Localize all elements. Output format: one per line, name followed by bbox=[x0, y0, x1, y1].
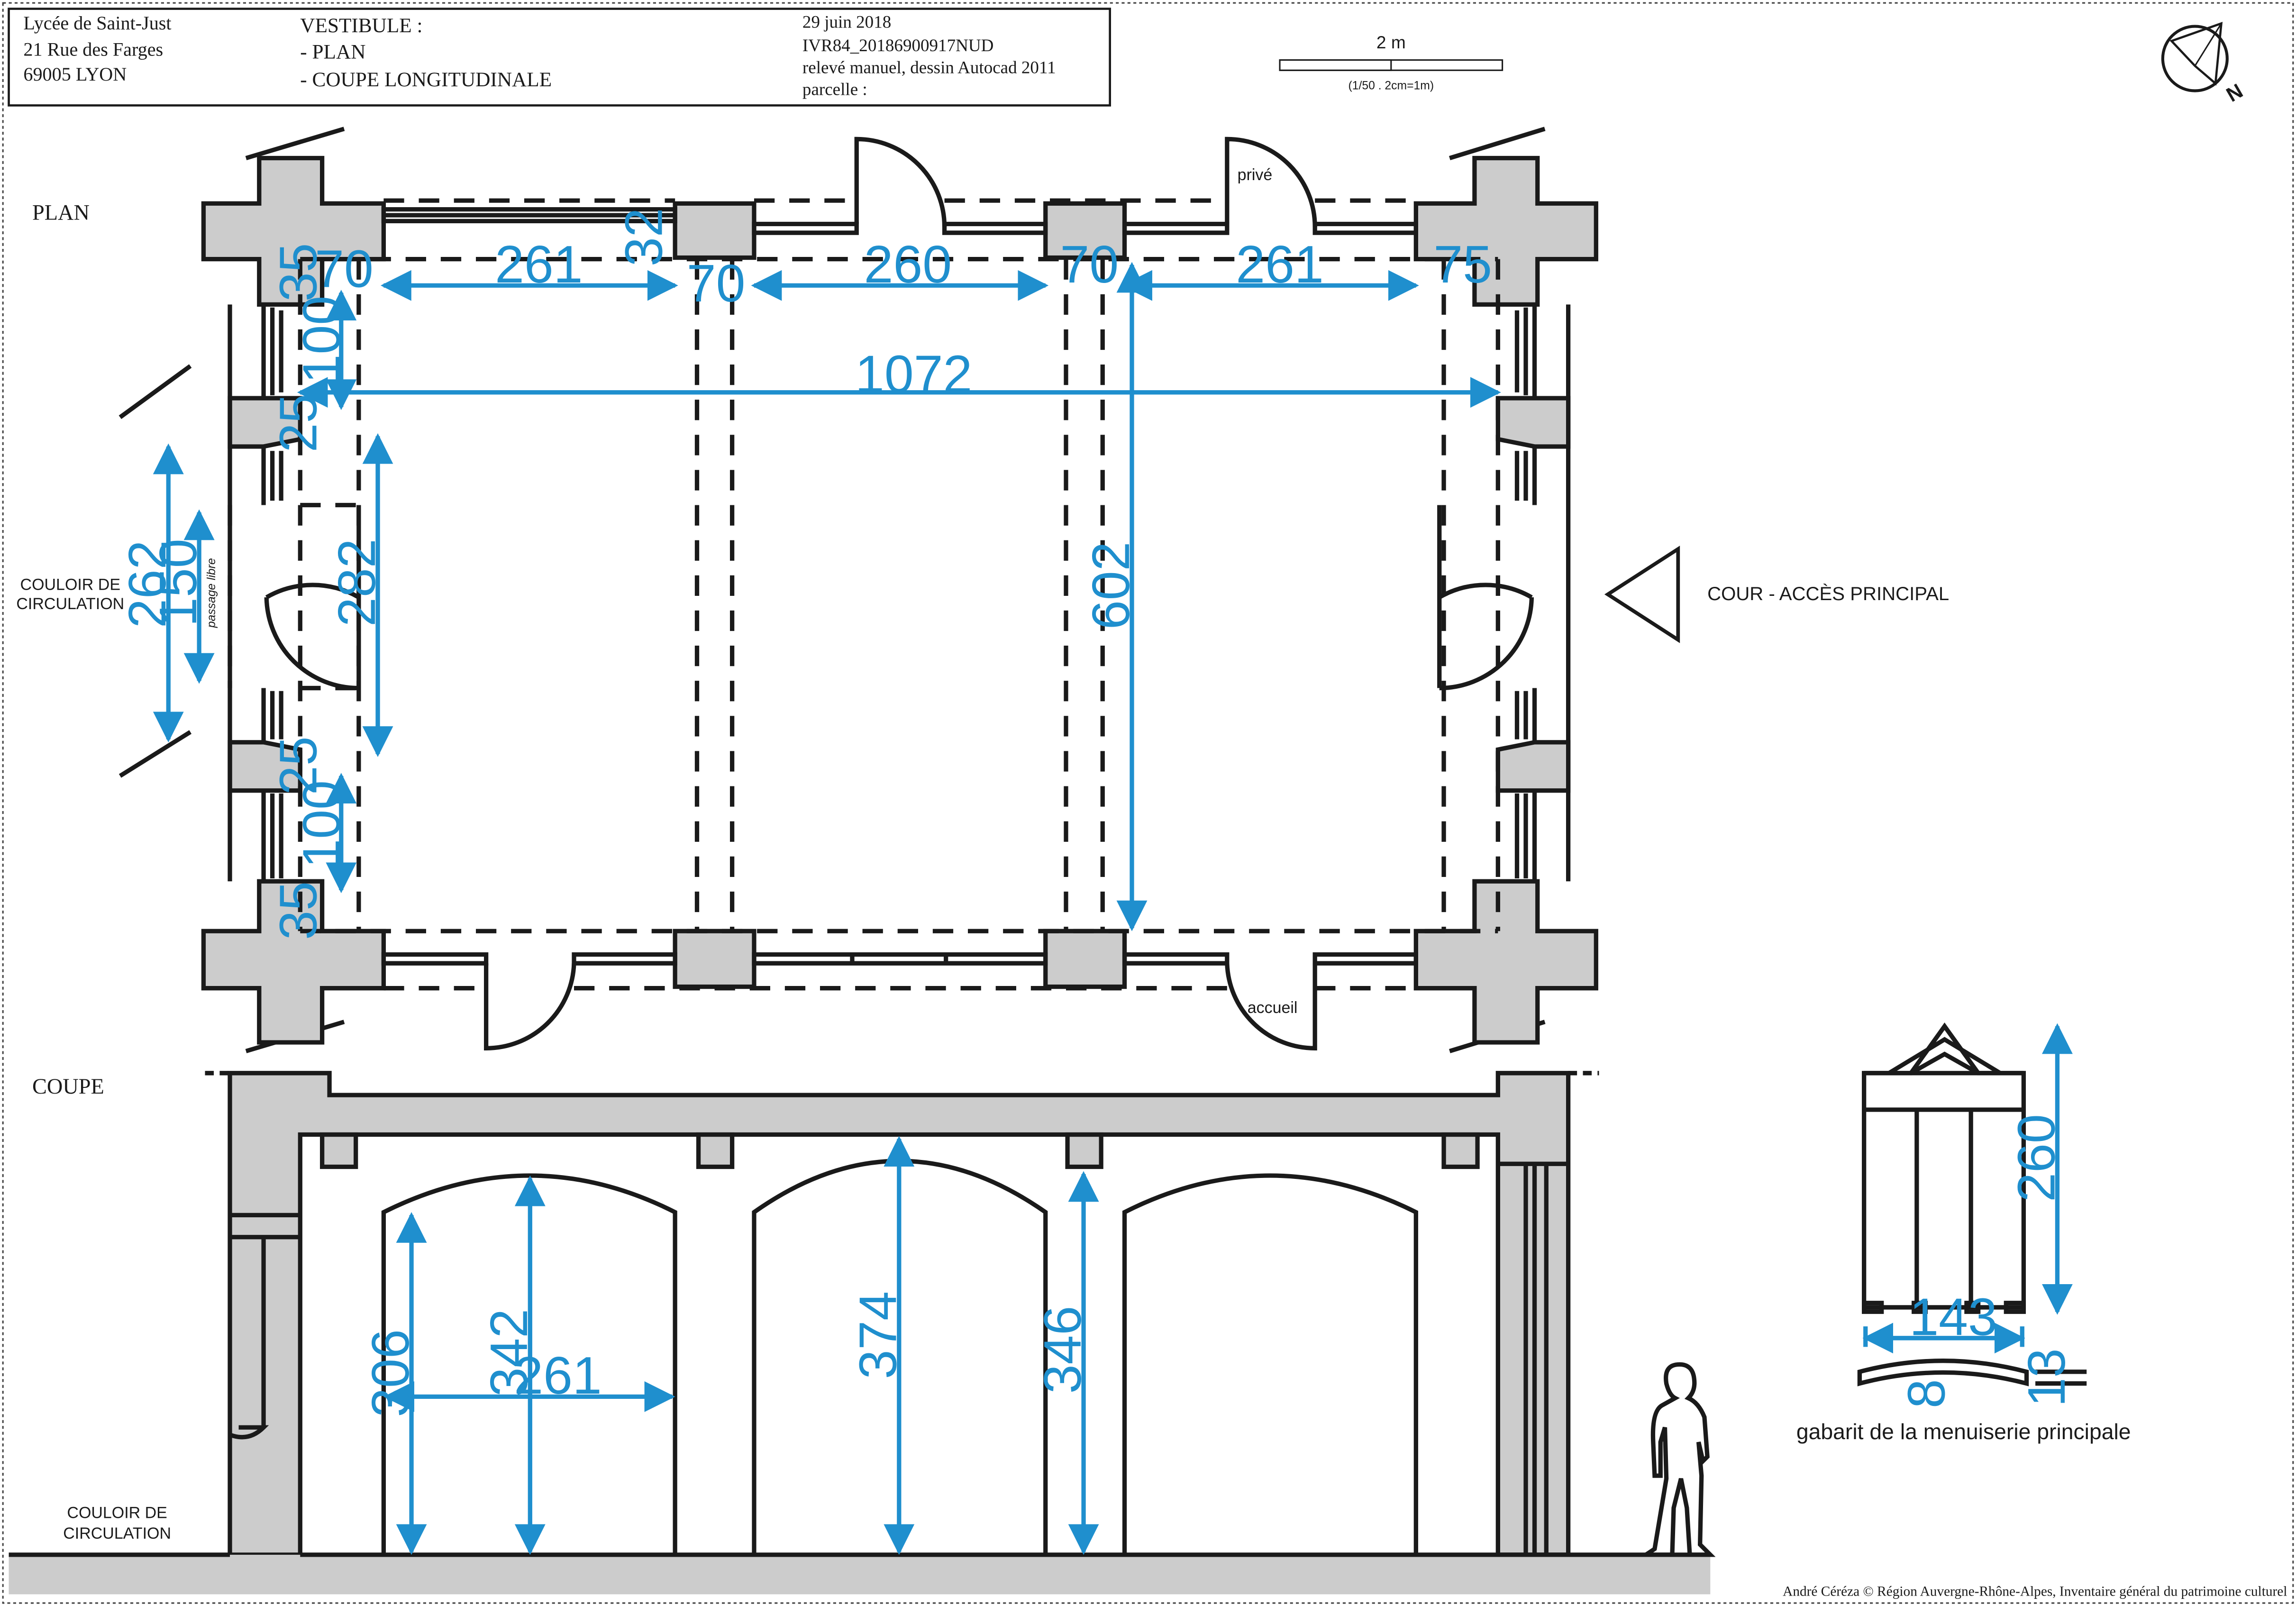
dim-gabarit-143: 143 bbox=[1909, 1287, 1997, 1347]
dim-342: 342 bbox=[479, 1309, 538, 1396]
svg-text:Lycée de Saint-Just: Lycée de Saint-Just bbox=[23, 12, 171, 34]
plan-title: PLAN bbox=[32, 201, 90, 225]
dim-gabarit-13: 13 bbox=[2017, 1348, 2076, 1407]
dim-261-right: 261 bbox=[1236, 235, 1324, 294]
svg-text:relevé manuel, dessin Autocad: relevé manuel, dessin Autocad 2011 bbox=[802, 58, 1056, 77]
dim-100-top: 100 bbox=[292, 296, 351, 383]
dim-100-bottom: 100 bbox=[292, 780, 351, 868]
dim-35-top: 35 bbox=[268, 243, 328, 302]
svg-text:- COUPE LONGITUDINALE: - COUPE LONGITUDINALE bbox=[300, 68, 552, 91]
gabarit-drawing bbox=[1857, 1022, 2087, 1387]
site-line-3: 69005 LYON bbox=[23, 64, 127, 85]
info-date: 29 juin 2018 bbox=[802, 13, 891, 32]
dim-70-mid: 70 bbox=[687, 254, 746, 313]
plan-couloir-line-1: COULOIR DE bbox=[20, 576, 120, 594]
dim-35-bottom: 35 bbox=[268, 881, 328, 940]
info-method: relevé manuel, dessin Autocad 2011 bbox=[802, 58, 1056, 77]
scale-bar: 2 m (1/50 . 2cm=1m) bbox=[1279, 32, 1503, 92]
svg-text:29 juin 2018: 29 juin 2018 bbox=[802, 13, 891, 32]
dim-306: 306 bbox=[361, 1329, 420, 1417]
coupe-couloir-line-1: COULOIR DE bbox=[67, 1504, 167, 1522]
svg-text:21 Rue des Farges: 21 Rue des Farges bbox=[23, 38, 163, 60]
subject-line-1: VESTIBULE : bbox=[300, 14, 422, 37]
plan-dimensions bbox=[153, 262, 1501, 931]
dim-261-left: 261 bbox=[495, 235, 583, 294]
info-reference: IVR84_20186900917NUD bbox=[802, 36, 993, 55]
dim-261-coupe: 261 bbox=[514, 1346, 602, 1405]
subject-line-2: - PLAN bbox=[300, 41, 365, 64]
svg-text:VESTIBULE :: VESTIBULE : bbox=[300, 14, 422, 37]
dim-262: 262 bbox=[118, 540, 177, 628]
dim-374: 374 bbox=[848, 1291, 908, 1379]
site-line-1: Lycée de Saint-Just bbox=[23, 12, 171, 34]
coupe-title: COUPE bbox=[32, 1075, 104, 1099]
subject-line-3: - COUPE LONGITUDINALE bbox=[300, 68, 552, 91]
dim-346: 346 bbox=[1033, 1306, 1092, 1394]
label-cour-acces: COUR - ACCÈS PRINCIPAL bbox=[1707, 583, 1949, 604]
title-block: Lycée de Saint-Just 21 Rue des Farges 69… bbox=[8, 8, 1111, 107]
dim-gabarit-8: 8 bbox=[1897, 1379, 1956, 1408]
dim-gabarit-260: 260 bbox=[2006, 1114, 2066, 1202]
plan-dimension-labels: 32 35 70 261 70 260 70 261 75 100 1072 2… bbox=[118, 208, 1492, 940]
label-accueil: accueil bbox=[1248, 999, 1298, 1017]
dim-602: 602 bbox=[1081, 542, 1140, 630]
entrance-triangle-icon bbox=[1604, 546, 1680, 643]
label-prive: privé bbox=[1238, 166, 1273, 184]
svg-text:- PLAN: - PLAN bbox=[300, 41, 365, 64]
dim-260: 260 bbox=[864, 235, 952, 294]
coupe-dimensions bbox=[383, 1136, 1099, 1555]
dim-70-right: 70 bbox=[1060, 235, 1119, 294]
scale-length: 2 m bbox=[1376, 32, 1406, 52]
dim-1072: 1072 bbox=[855, 345, 972, 404]
site-line-2: 21 Rue des Farges bbox=[23, 38, 163, 60]
north-letter: N bbox=[2223, 80, 2247, 107]
coupe-couloir-line-2: CIRCULATION bbox=[63, 1524, 171, 1542]
gabarit-dimensions: 260 143 13 8 bbox=[1862, 1023, 2076, 1408]
dim-282: 282 bbox=[327, 538, 386, 626]
dim-25-top: 25 bbox=[268, 394, 328, 453]
svg-text:IVR84_20186900917NUD: IVR84_20186900917NUD bbox=[802, 36, 993, 55]
plan-couloir-line-2: CIRCULATION bbox=[16, 595, 124, 613]
scale-note: (1/50 . 2cm=1m) bbox=[1348, 79, 1434, 92]
dim-70-left: 70 bbox=[315, 239, 374, 298]
plan-drawing bbox=[118, 127, 1598, 1053]
dim-150: 150 bbox=[148, 538, 208, 626]
credit-line: André Céréza © Région Auvergne-Rhône-Alp… bbox=[1783, 1584, 2287, 1599]
north-arrow-icon: N bbox=[2161, 22, 2247, 107]
svg-text:69005 LYON: 69005 LYON bbox=[23, 64, 127, 85]
info-parcel: parcelle : bbox=[802, 80, 867, 100]
gabarit-label: gabarit de la menuiserie principale bbox=[1796, 1419, 2131, 1444]
dim-25-bottom: 25 bbox=[268, 736, 328, 795]
svg-text:parcelle :: parcelle : bbox=[802, 80, 867, 100]
coupe-dimension-labels: 306 342 261 374 346 bbox=[361, 1291, 1092, 1417]
dim-75: 75 bbox=[1433, 235, 1492, 294]
dim-32: 32 bbox=[614, 208, 673, 266]
